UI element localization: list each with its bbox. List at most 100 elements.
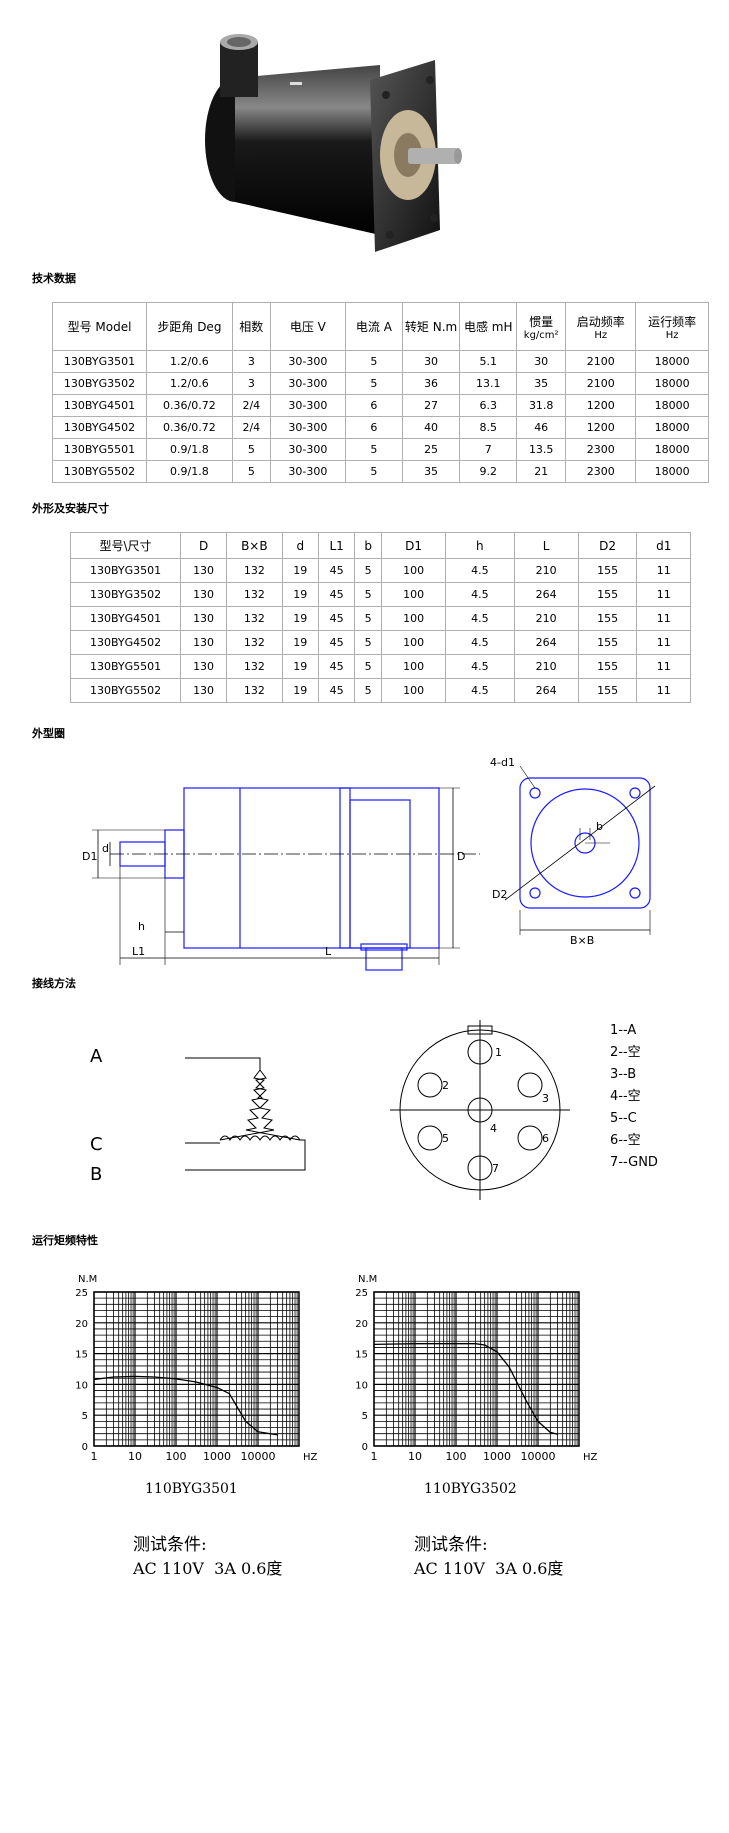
- tech-cell: 0.9/1.8: [146, 460, 233, 483]
- tech-cell: 130BYG4502: [51, 416, 148, 439]
- x-tick-label: 1000: [203, 1450, 231, 1463]
- y-tick-label: 0: [362, 1442, 368, 1453]
- dim-header-d: d: [281, 532, 319, 559]
- dim-cell: 130BYG4501: [69, 606, 182, 631]
- dim-cell: 4.5: [445, 606, 515, 631]
- phase-C-label: C: [90, 1134, 103, 1155]
- label-D2: D2: [492, 888, 507, 901]
- outline-drawing: D1 d D h L1 L 4-d1 b D2 B×B: [82, 756, 656, 971]
- dim-cell: 19: [281, 630, 319, 655]
- tech-cell: 0.36/0.72: [146, 394, 233, 417]
- dim-cell: 100: [381, 558, 447, 583]
- dim-cell: 130: [180, 606, 228, 631]
- dim-cell: 5: [354, 558, 383, 583]
- dim-cell: 100: [381, 654, 447, 679]
- dim-cell: 19: [281, 678, 319, 703]
- label-4-d1: 4-d1: [490, 756, 515, 769]
- tech-cell: 30-300: [269, 416, 346, 439]
- tech-cell: 5: [344, 460, 404, 483]
- dim-cell: 130: [180, 654, 228, 679]
- y-axis-label: N.M: [78, 1274, 97, 1285]
- x-tick-label: 1: [91, 1450, 98, 1463]
- label-b: b: [596, 820, 603, 833]
- tech-cell: 2300: [565, 438, 637, 461]
- label-h: h: [138, 920, 145, 933]
- dim-cell: 210: [513, 654, 579, 679]
- tech-cell: 30-300: [269, 350, 346, 373]
- dim-cell: 155: [577, 582, 638, 607]
- tech-cell: 6: [344, 416, 404, 439]
- legend-5: 5--C: [610, 1111, 637, 1126]
- section-title-outline: 外型圈: [32, 727, 65, 740]
- header-torque: 转矩 N.m: [401, 302, 461, 351]
- y-tick-label: 15: [355, 1350, 368, 1361]
- dim-cell: 130BYG3502: [69, 582, 182, 607]
- tech-cell: 9.2: [459, 460, 518, 483]
- label-D1: D1: [82, 850, 97, 863]
- header-model: 型号 Model: [51, 302, 148, 351]
- tech-cell: 30: [516, 350, 567, 373]
- y-tick-label: 5: [82, 1411, 88, 1422]
- header-inertia-label: 惯量: [529, 314, 554, 329]
- legend-2: 2--空: [610, 1045, 641, 1060]
- header-voltage: 电压 V: [269, 302, 346, 351]
- tech-cell: 13.5: [516, 438, 567, 461]
- tech-cell: 21: [516, 460, 567, 483]
- dim-cell: 100: [381, 582, 447, 607]
- tech-cell: 46: [516, 416, 567, 439]
- dim-header-D1: D1: [381, 532, 447, 559]
- tech-cell: 6: [344, 394, 404, 417]
- dim-cell: 19: [281, 582, 319, 607]
- dim-cell: 264: [513, 630, 579, 655]
- pin-5-label: 5: [442, 1132, 449, 1145]
- dim-cell: 130: [180, 582, 228, 607]
- tech-cell: 2/4: [231, 416, 271, 439]
- dim-cell: 100: [381, 606, 447, 631]
- tech-cell: 18000: [635, 394, 709, 417]
- chart-title-3501: 110BYG3501: [145, 1481, 238, 1497]
- dim-cell: 155: [577, 558, 638, 583]
- tech-cell: 36: [401, 372, 461, 395]
- dim-header-d1: d1: [636, 532, 691, 559]
- dim-cell: 132: [226, 582, 283, 607]
- dim-header-L: L: [513, 532, 579, 559]
- header-current: 电流 A: [344, 302, 404, 351]
- section-title-dimensions: 外形及安装尺寸: [32, 502, 109, 515]
- tech-cell: 8.5: [459, 416, 518, 439]
- section-title-tech-data: 技术数据: [32, 272, 76, 285]
- tech-cell: 31.8: [516, 394, 567, 417]
- header-phases: 相数: [231, 302, 271, 351]
- dim-cell: 132: [226, 654, 283, 679]
- x-axis-label: HZ: [583, 1452, 598, 1463]
- dim-header-BxB: B×B: [226, 532, 283, 559]
- dim-cell: 11: [636, 678, 691, 703]
- dim-header-model: 型号\尺寸: [69, 532, 182, 559]
- chart-grid: [93, 1291, 299, 1447]
- x-tick-label: 10: [408, 1450, 422, 1463]
- dim-cell: 11: [636, 630, 691, 655]
- dim-cell: 132: [226, 630, 283, 655]
- dim-cell: 130: [180, 558, 228, 583]
- tech-cell: 7: [459, 438, 518, 461]
- dim-cell: 4.5: [445, 678, 515, 703]
- header-run-freq-label: 运行频率: [648, 314, 697, 329]
- x-axis-label: HZ: [303, 1452, 318, 1463]
- header-run-freq-unit: Hz: [665, 329, 679, 341]
- dim-cell: 5: [354, 606, 383, 631]
- tech-cell: 13.1: [459, 372, 518, 395]
- x-tick-label: 10000: [241, 1450, 276, 1463]
- dim-cell: 11: [636, 606, 691, 631]
- dim-cell: 130BYG5501: [69, 654, 182, 679]
- legend-4: 4--空: [610, 1089, 641, 1104]
- dim-cell: 19: [281, 606, 319, 631]
- test-condition-label-1: 测试条件:: [133, 1535, 207, 1555]
- label-BxB: B×B: [570, 934, 594, 947]
- dim-cell: 5: [354, 678, 383, 703]
